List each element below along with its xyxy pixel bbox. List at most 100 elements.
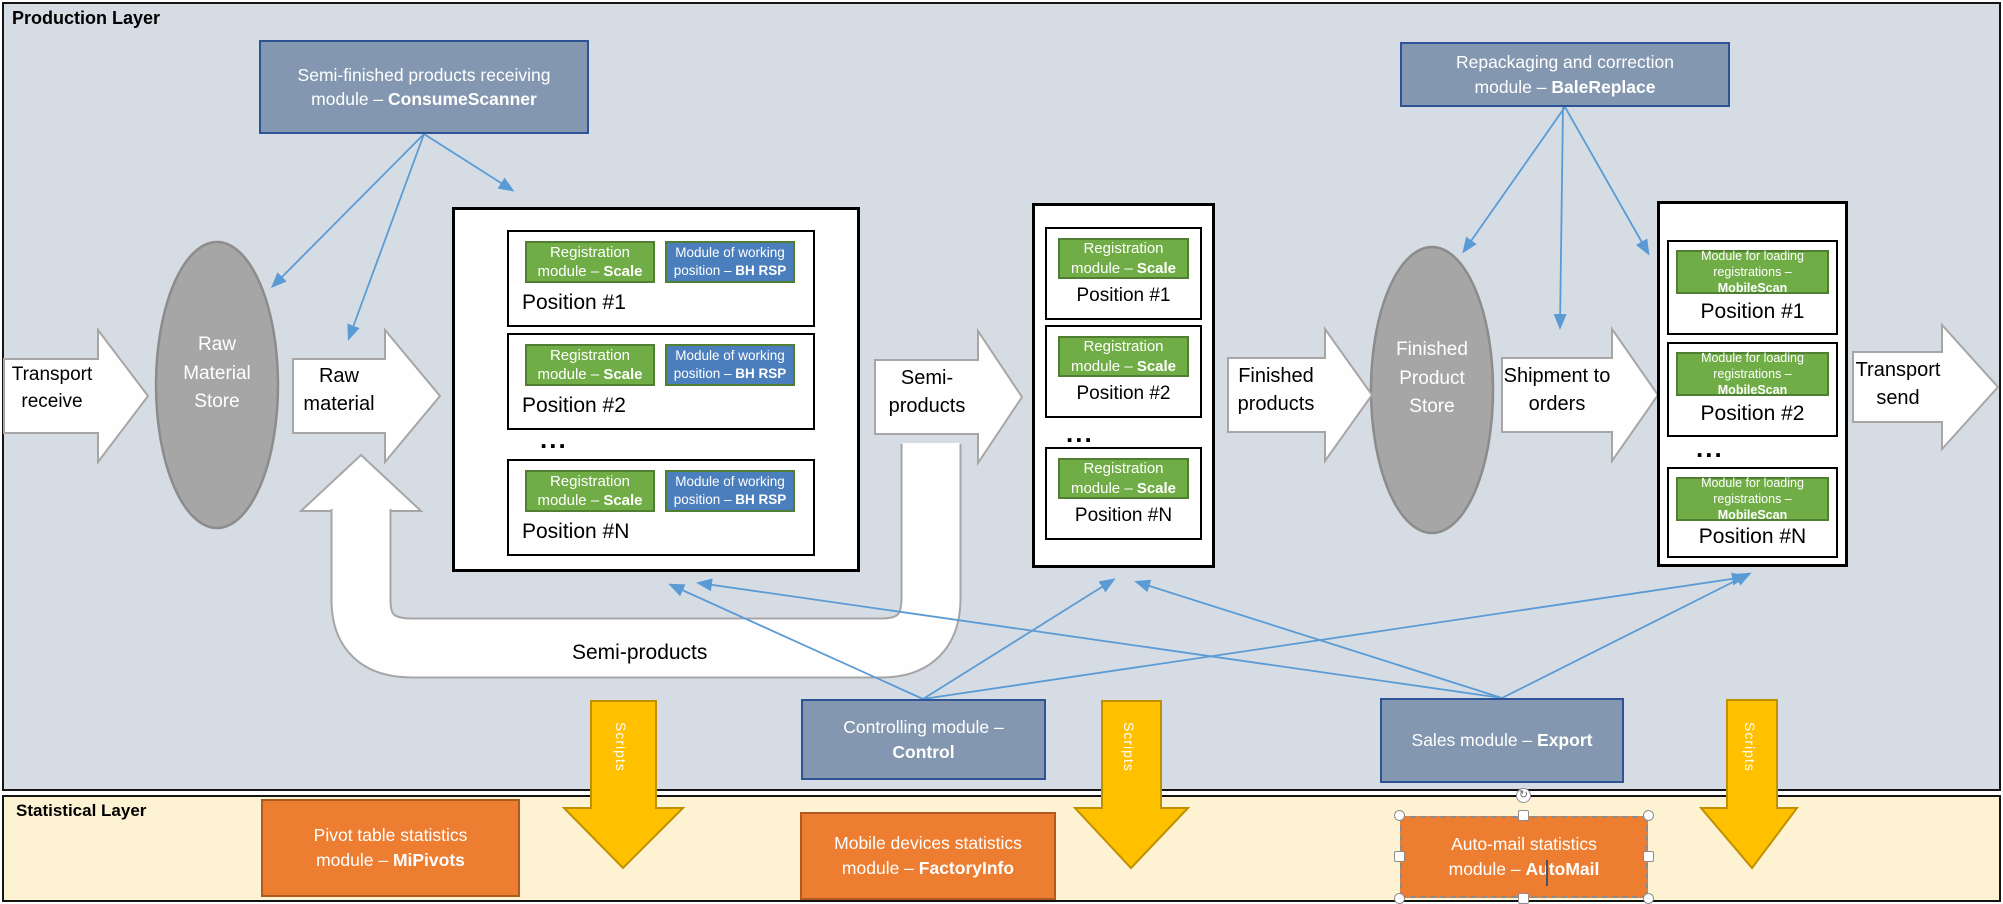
connector-export-to-loadingline[interactable] (1501, 572, 1752, 699)
loading-position1-box[interactable]: Module for loading registrations – Mobil… (1667, 240, 1838, 335)
position-label: Position #1 (522, 291, 626, 314)
scale-module-box[interactable]: Registration module – Scale (1058, 336, 1189, 377)
bale-replace-module-box[interactable]: Repackaging and correction module – Bale… (1400, 42, 1730, 107)
scale-module-box[interactable]: Registration module – Scale (525, 241, 655, 283)
selection-handle-e[interactable] (1643, 851, 1654, 862)
loading-line-ellipsis: ... (1696, 433, 1724, 463)
scripts-label-middle: Scripts (1121, 722, 1137, 772)
mobile-scan-module-box[interactable]: Module for loading registrations – Mobil… (1676, 476, 1829, 522)
finished-products-arrow[interactable] (1227, 325, 1374, 465)
scale-module-box[interactable]: Registration module – Scale (525, 470, 655, 512)
module-label-line2: module – BaleReplace (1474, 76, 1656, 97)
position-label: Position #2 (1700, 402, 1805, 425)
connector-control-to-line2[interactable] (922, 578, 1116, 700)
automail-module-box[interactable]: Auto-mail statistics module – AutoMail (1400, 816, 1648, 898)
module-label-line1: Controlling module – (843, 717, 1004, 738)
loading-position2-box[interactable]: Module for loading registrations – Mobil… (1667, 342, 1838, 437)
semi-products-return-pipe[interactable] (298, 443, 962, 679)
shipment-to-orders-arrow[interactable] (1501, 325, 1660, 465)
scripts-arrow-right[interactable] (1698, 699, 1799, 870)
scale-module-box[interactable]: Registration module – Scale (1058, 238, 1189, 279)
scripts-arrow-left[interactable] (561, 700, 686, 870)
position-label: Position #2 (522, 394, 626, 417)
line1-ellipsis: ... (540, 424, 568, 454)
bh-rsp-module-box[interactable]: Module of working position – BH RSP (665, 241, 795, 283)
connector-export-to-line1[interactable] (696, 578, 1503, 699)
module-label-line2: module – ConsumeScanner (311, 89, 537, 109)
connector-balereplace-to-loadingline[interactable] (1564, 106, 1650, 256)
module-label-line1: Semi-finished products receiving (297, 64, 551, 85)
selection-handle-nw[interactable] (1394, 810, 1405, 821)
bh-rsp-module-box[interactable]: Module of working position – BH RSP (665, 470, 795, 512)
line1-position1-box[interactable]: Registration module – Scale Module of wo… (507, 230, 815, 327)
line1-positionN-box[interactable]: Registration module – Scale Module of wo… (507, 459, 815, 556)
automail-module-box-selected[interactable]: Auto-mail statistics module – AutoMail ↻ (1394, 788, 1654, 904)
raw-material-store-ellipse[interactable] (154, 240, 280, 530)
connector-balereplace-to-shipment[interactable] (1553, 106, 1567, 330)
finished-product-store-ellipse[interactable] (1369, 245, 1495, 535)
connector-export-to-line2[interactable] (1134, 579, 1503, 699)
connector-consumescanner-to-rawstore[interactable] (270, 133, 425, 289)
transport-send-arrow[interactable] (1852, 322, 2000, 452)
transport-receive-arrow[interactable] (3, 327, 150, 465)
consume-scanner-module-box[interactable]: Semi-finished products receiving module … (259, 40, 589, 134)
factoryinfo-module-box[interactable]: Mobile devices statistics module – Facto… (800, 812, 1056, 900)
line1-position2-box[interactable]: Registration module – Scale Module of wo… (507, 333, 815, 430)
loading-positionN-box[interactable]: Module for loading registrations – Mobil… (1667, 467, 1838, 558)
statistical-layer-title: Statistical Layer (16, 801, 147, 820)
module-label-line1: Sales module – Export (1411, 730, 1593, 751)
mipivots-module-box[interactable]: Pivot table statistics module – MiPivots (261, 799, 520, 897)
module-label-line2: module – AutoMail (1448, 859, 1600, 879)
module-label-line2: Control (892, 741, 955, 762)
scripts-label-right: Scripts (1742, 722, 1758, 772)
position-label: Position #2 (1076, 383, 1171, 404)
production-layer-title: Production Layer (12, 8, 161, 28)
module-label-line1: Pivot table statistics (313, 824, 468, 845)
scale-module-box[interactable]: Registration module – Scale (525, 344, 655, 386)
position-label: Position #N (1074, 505, 1173, 526)
line2-positionN-box[interactable]: Registration module – Scale Position #N (1045, 447, 1202, 540)
module-label-line2: module – FactoryInfo (841, 858, 1015, 878)
module-label-line1: Auto-mail statistics (1451, 833, 1597, 854)
selection-handle-s[interactable] (1518, 893, 1529, 904)
selection-handle-n[interactable] (1518, 810, 1529, 821)
position-label: Position #1 (1700, 300, 1805, 323)
connector-control-to-loadingline[interactable] (922, 572, 1748, 700)
connector-lines (270, 106, 1752, 700)
scale-module-box[interactable]: Registration module – Scale (1058, 458, 1189, 499)
semi-products-arrow[interactable] (874, 327, 1024, 467)
module-label-line1: Repackaging and correction (1456, 52, 1674, 73)
connector-balereplace-to-finishedstore[interactable] (1462, 106, 1566, 254)
selection-handle-se[interactable] (1643, 893, 1654, 904)
selection-handle-ne[interactable] (1643, 810, 1654, 821)
line2-position2-box[interactable]: Registration module – Scale Position #2 (1045, 325, 1202, 418)
raw-material-arrow[interactable] (292, 327, 442, 465)
semi-products-label: Semi-products (888, 367, 966, 417)
position-label: Position #N (1698, 525, 1807, 548)
rotate-handle-icon[interactable]: ↻ (1516, 788, 1531, 803)
selection-handle-w[interactable] (1394, 851, 1405, 862)
line2-ellipsis: ... (1066, 418, 1094, 448)
line2-position1-box[interactable]: Registration module – Scale Position #1 (1045, 227, 1202, 320)
mobile-scan-module-box[interactable]: Module for loading registrations – Mobil… (1676, 249, 1829, 295)
connector-consumescanner-to-line1[interactable] (423, 133, 515, 192)
control-module-box[interactable]: Controlling module – Control (801, 699, 1046, 780)
scripts-arrow-middle[interactable] (1072, 700, 1191, 870)
module-label-line2: module – MiPivots (316, 850, 465, 870)
connector-control-to-line1[interactable] (668, 583, 924, 700)
connector-consumescanner-to-rawmaterial[interactable] (347, 133, 425, 341)
export-module-box[interactable]: Sales module – Export (1380, 698, 1624, 783)
selection-handle-sw[interactable] (1394, 893, 1405, 904)
scripts-label-left: Scripts (613, 722, 629, 772)
mobile-scan-module-box[interactable]: Module for loading registrations – Mobil… (1676, 351, 1829, 397)
bh-rsp-module-box[interactable]: Module of working position – BH RSP (665, 344, 795, 386)
